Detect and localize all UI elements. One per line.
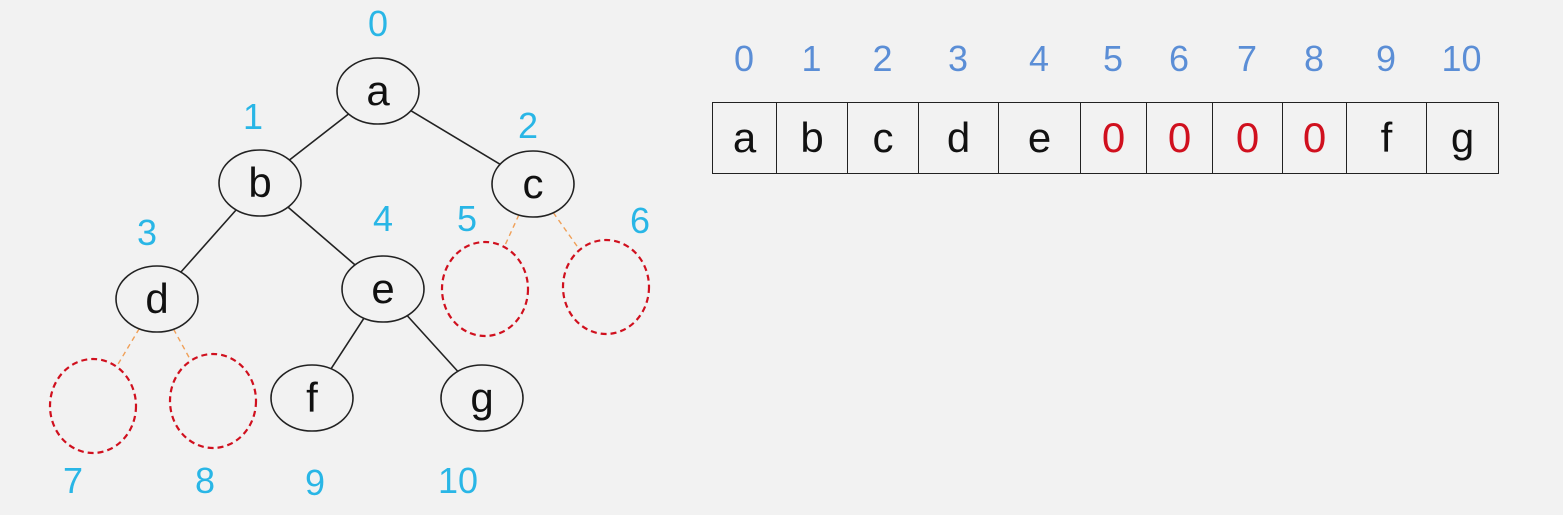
node-label: d <box>145 275 168 322</box>
node-circle <box>440 364 524 432</box>
array-index-0: 0 <box>733 38 755 79</box>
tree-node-a: a <box>336 57 420 125</box>
node-circle <box>270 364 354 432</box>
array-cell-empty: 0 <box>1081 103 1147 173</box>
tree-node-d: d <box>115 265 199 333</box>
node-circle <box>218 149 302 217</box>
tree-index-label-3: 3 <box>137 212 157 253</box>
node-label: a <box>366 67 390 114</box>
node-circle <box>115 265 199 333</box>
node-circle <box>336 57 420 125</box>
array-cell-f: f <box>1347 103 1427 173</box>
array-cell-a: a <box>713 103 777 173</box>
edge-e-g <box>406 315 459 372</box>
array-index-4: 4 <box>1028 38 1050 79</box>
array-cell-empty: 0 <box>1147 103 1213 173</box>
array-index-10: 10 <box>1441 38 1482 79</box>
array-index-3: 3 <box>947 38 969 79</box>
tree-index-label-9: 9 <box>305 462 325 503</box>
tree-edges <box>115 110 581 372</box>
tree-index-label-5: 5 <box>457 198 477 239</box>
array-cell-d: d <box>919 103 999 173</box>
array-cell-c: c <box>848 103 919 173</box>
tree-index-label-10: 10 <box>438 460 478 501</box>
array-cell-empty: 0 <box>1283 103 1347 173</box>
array-index-6: 6 <box>1168 38 1190 79</box>
empty-edge-c-n5 <box>503 214 520 248</box>
tree-node-b: b <box>218 149 302 217</box>
empty-node-8 <box>168 352 258 450</box>
array-index-2: 2 <box>872 38 893 79</box>
array-index-7: 7 <box>1236 38 1258 79</box>
array-index-9: 9 <box>1375 38 1397 79</box>
tree-index-label-4: 4 <box>373 198 393 239</box>
edge-e-f <box>330 317 365 370</box>
empty-edge-c-n6 <box>552 212 581 251</box>
tree-index-label-7: 7 <box>63 460 83 501</box>
node-label: f <box>306 374 318 421</box>
empty-edge-d-n8 <box>172 328 192 362</box>
empty-node-5 <box>440 240 530 338</box>
node-circle <box>491 150 575 218</box>
empty-node-7 <box>48 357 138 455</box>
empty-edge-d-n7 <box>115 328 140 368</box>
node-label: b <box>248 159 271 206</box>
edge-b-d <box>180 209 237 273</box>
edge-a-b <box>288 113 350 161</box>
tree-index-label-2: 2 <box>518 105 538 146</box>
tree-index-label-8: 8 <box>195 460 215 501</box>
tree-index-label-6: 6 <box>630 200 650 241</box>
tree-node-g: g <box>440 364 524 432</box>
array-cell-e: e <box>999 103 1081 173</box>
node-circle <box>341 255 425 323</box>
binary-tree-diagram: a b c d e f g 0 1 2 3 4 9 10 5 6 7 8 <box>48 3 651 503</box>
array-cell-g: g <box>1450 114 1475 161</box>
tree-index-label-0: 0 <box>368 3 388 44</box>
tree-node-e: e <box>341 255 425 323</box>
array-index-5: 5 <box>1102 38 1124 79</box>
array-cell-b: b <box>777 103 848 173</box>
tree-nodes: a b c d e f g <box>48 57 651 455</box>
tree-index-labels: 0 1 2 3 4 9 10 5 6 7 8 <box>63 3 650 503</box>
node-label: e <box>371 265 394 312</box>
array-index-row: 0 1 2 3 4 5 6 7 8 9 10 <box>712 34 1497 84</box>
tree-node-c: c <box>491 150 575 218</box>
node-label: c <box>523 160 544 207</box>
array-index-1: 1 <box>801 38 822 79</box>
edge-a-c <box>410 110 501 165</box>
edge-b-e <box>287 206 356 266</box>
tree-index-label-1: 1 <box>243 96 263 137</box>
node-label: g <box>470 374 493 421</box>
empty-node-6 <box>561 238 651 336</box>
array-cell-empty: 0 <box>1213 103 1283 173</box>
array-index-8: 8 <box>1303 38 1325 79</box>
tree-node-f: f <box>270 364 354 432</box>
